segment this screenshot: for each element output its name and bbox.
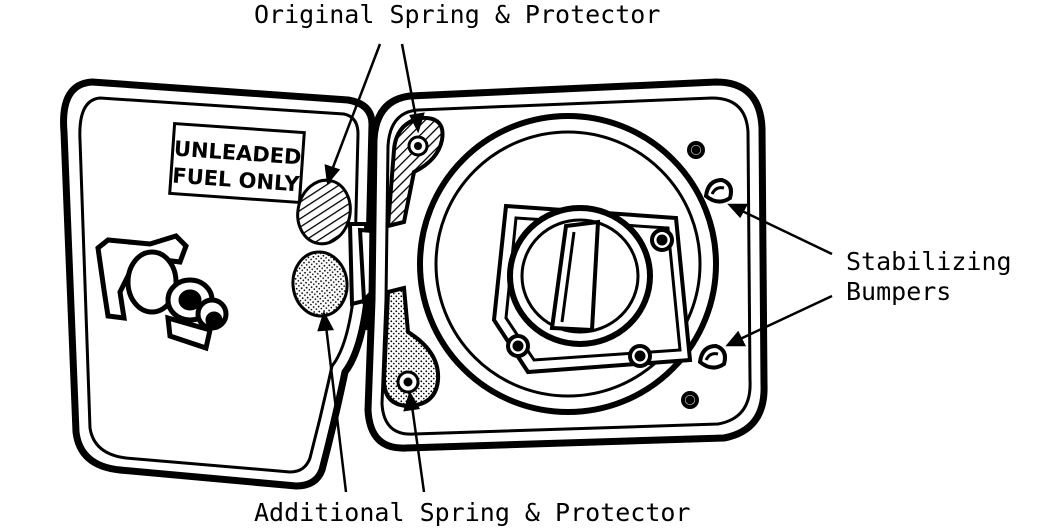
stabilizing-bumper-lower [697, 343, 727, 370]
housing-mount-holes [681, 141, 705, 409]
label-stabilizing-line-1: Stabilizing [846, 247, 1012, 276]
stabilizing-bumper-upper [703, 177, 733, 204]
leader-lines [317, 43, 833, 493]
unleaded-fuel-decal: UNLEADED FUEL ONLY [168, 121, 306, 205]
gas-cap [507, 205, 653, 347]
label-stabilizing-bumpers: Stabilizing Bumpers [846, 247, 1012, 307]
label-additional-spring-protector: Additional Spring & Protector [254, 498, 691, 527]
door-latch [95, 233, 229, 352]
additional-spring [381, 285, 441, 409]
original-spring [385, 115, 445, 229]
bracket-screws [506, 228, 674, 368]
label-original-spring-protector: Original Spring & Protector [254, 0, 661, 29]
label-stabilizing-line-2: Bumpers [846, 277, 952, 306]
